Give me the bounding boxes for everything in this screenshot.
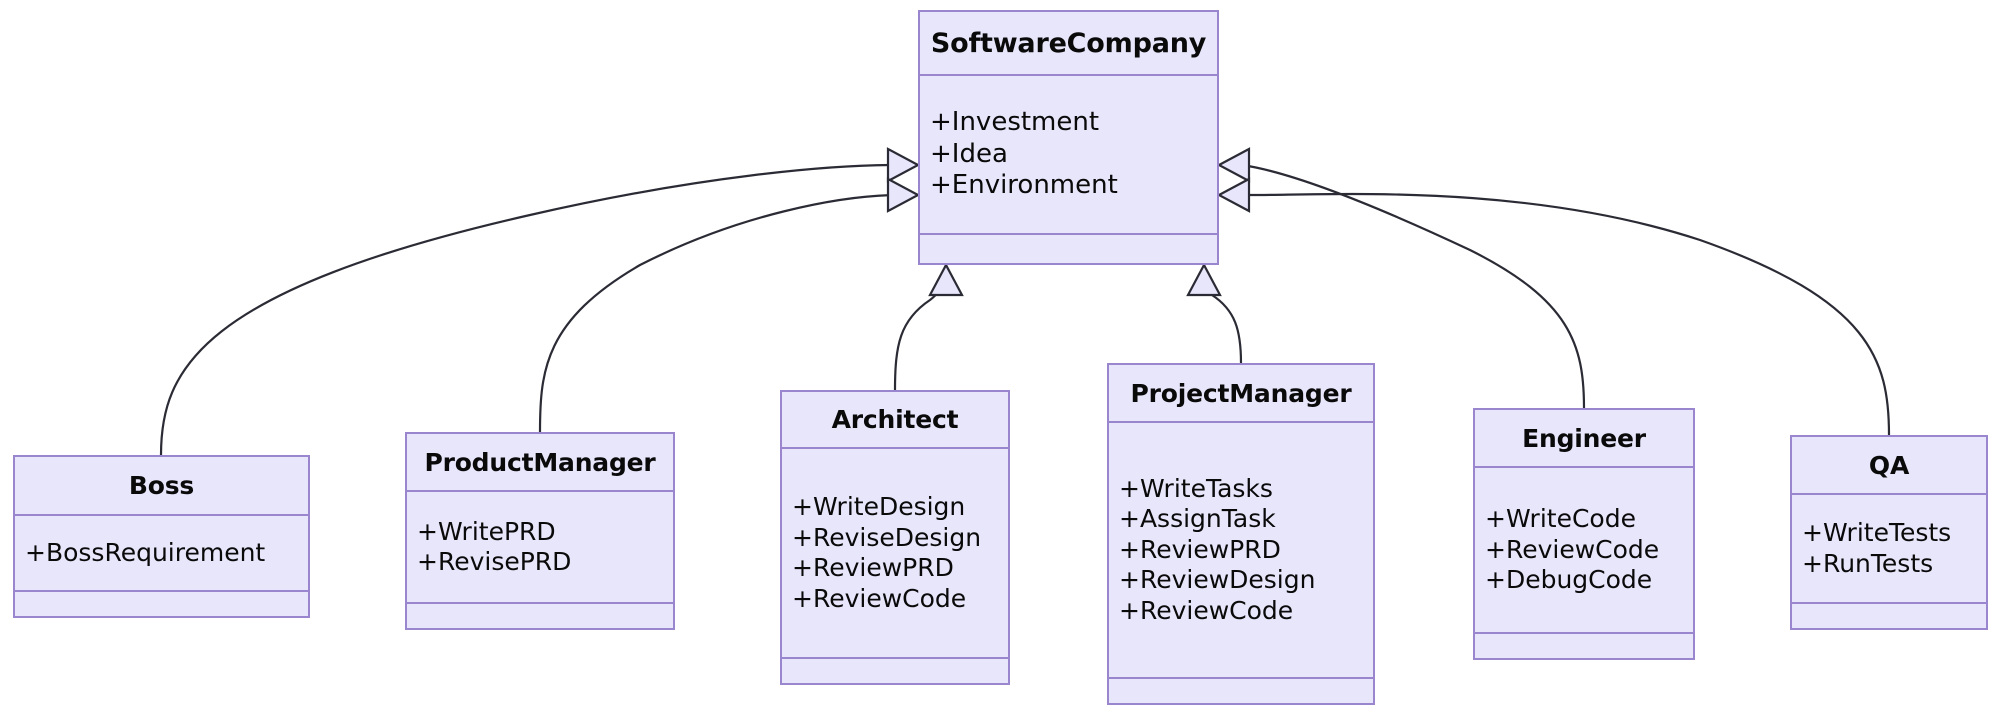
class-title-product-manager: ProductManager <box>424 447 656 477</box>
class-attribute: +ReviseDesign <box>792 522 982 552</box>
class-attributes-project-manager: +WriteTasks+AssignTask+ReviewPRD+ReviewD… <box>1109 423 1373 677</box>
class-divider-title-boss <box>15 514 308 516</box>
class-divider-title-product-manager <box>407 490 673 492</box>
class-attributes-architect: +WriteDesign+ReviseDesign+ReviewPRD+Revi… <box>782 449 1008 657</box>
generalization-arrowhead-icon <box>1216 147 1251 183</box>
class-methods-qa <box>1792 604 1986 628</box>
generalization-arrowhead-icon <box>1186 262 1222 297</box>
uml-class-software-company[interactable]: SoftwareCompany +Investment+Idea+Environm… <box>918 10 1219 265</box>
class-attribute: +BossRequirement <box>25 537 266 567</box>
class-attributes-boss: +BossRequirement <box>15 516 308 590</box>
class-attribute: +ReviewCode <box>1485 534 1660 564</box>
uml-class-architect[interactable]: Architect+WriteDesign+ReviseDesign+Revie… <box>780 390 1010 685</box>
class-attribute: +Investment <box>930 106 1100 137</box>
class-attribute: +RevisePRD <box>417 547 572 576</box>
uml-class-boss[interactable]: Boss +BossRequirement <box>13 455 310 618</box>
uml-class-engineer[interactable]: Engineer +WriteCode+ReviewCode+DebugCode <box>1473 408 1695 660</box>
class-methods-project-manager <box>1109 679 1373 703</box>
class-divider-methods-boss <box>15 590 308 592</box>
generalization-arrowhead-icon <box>1216 177 1251 213</box>
generalization-edge-architect-to-softwarecompany <box>893 262 964 392</box>
class-divider-methods-project-manager <box>1109 677 1373 679</box>
class-title-engineer: Engineer <box>1522 423 1646 453</box>
class-attribute: +WriteTasks <box>1119 473 1273 503</box>
class-attributes-product-manager: +WritePRD+RevisePRD <box>407 492 673 602</box>
class-attribute: +ReviewDesign <box>1119 565 1316 595</box>
edge-line <box>893 284 948 392</box>
class-divider-methods-engineer <box>1475 632 1693 634</box>
class-divider-title-engineer <box>1475 466 1693 468</box>
class-attribute: +Environment <box>930 170 1118 201</box>
class-title-project-manager: ProjectManager <box>1130 378 1352 408</box>
class-attribute: +WriteTests <box>1802 518 1952 547</box>
class-divider-title-qa <box>1792 493 1986 495</box>
class-attribute: +AssignTask <box>1119 504 1276 534</box>
class-attribute: +ReviewPRD <box>1119 534 1281 564</box>
class-methods-engineer <box>1475 634 1693 658</box>
class-methods-software-company <box>920 235 1217 263</box>
class-attributes-engineer: +WriteCode+ReviewCode+DebugCode <box>1475 468 1693 632</box>
class-attribute: +ReviewCode <box>792 583 967 613</box>
generalization-arrowhead-icon <box>886 177 921 213</box>
class-methods-architect <box>782 659 1008 683</box>
uml-class-qa[interactable]: QA +WriteTests+RunTests <box>1790 435 1988 630</box>
class-attributes-software-company: +Investment+Idea+Environment <box>920 76 1217 233</box>
class-attributes-qa: +WriteTests+RunTests <box>1792 495 1986 602</box>
class-divider-title-software-company <box>920 74 1217 76</box>
class-attribute: +DebugCode <box>1485 565 1653 595</box>
class-divider-methods-product-manager <box>407 602 673 604</box>
uml-class-product-manager[interactable]: ProductManager +WritePRD+RevisePRD <box>405 432 675 630</box>
class-divider-title-architect <box>782 447 1008 449</box>
class-attribute: +WriteDesign <box>792 492 966 521</box>
class-title-software-company: SoftwareCompany <box>930 27 1207 59</box>
class-attribute: +ReviewPRD <box>792 553 954 582</box>
class-methods-product-manager <box>407 604 673 628</box>
class-attribute: +ReviewCode <box>1119 595 1294 625</box>
class-divider-title-project-manager <box>1109 421 1373 423</box>
generalization-edge-projmgr-to-softwarecompany <box>1186 262 1243 365</box>
class-attribute: +Idea <box>930 138 1008 169</box>
edge-line <box>1202 286 1243 365</box>
generalization-arrowhead-icon <box>928 262 964 297</box>
class-divider-methods-qa <box>1792 602 1986 604</box>
class-methods-boss <box>15 592 308 616</box>
class-attribute: +RunTests <box>1802 548 1934 578</box>
class-attribute: +WritePRD <box>417 516 556 546</box>
class-divider-methods-software-company <box>920 233 1217 235</box>
uml-class-project-manager[interactable]: ProjectManager+WriteTasks+AssignTask+Rev… <box>1107 363 1375 705</box>
class-title-architect: Architect <box>831 405 959 434</box>
generalization-arrowhead-icon <box>886 147 921 183</box>
class-attribute: +WriteCode <box>1485 504 1636 534</box>
class-title-qa: QA <box>1868 450 1910 480</box>
class-divider-methods-architect <box>782 657 1008 659</box>
class-title-boss: Boss <box>128 471 195 500</box>
